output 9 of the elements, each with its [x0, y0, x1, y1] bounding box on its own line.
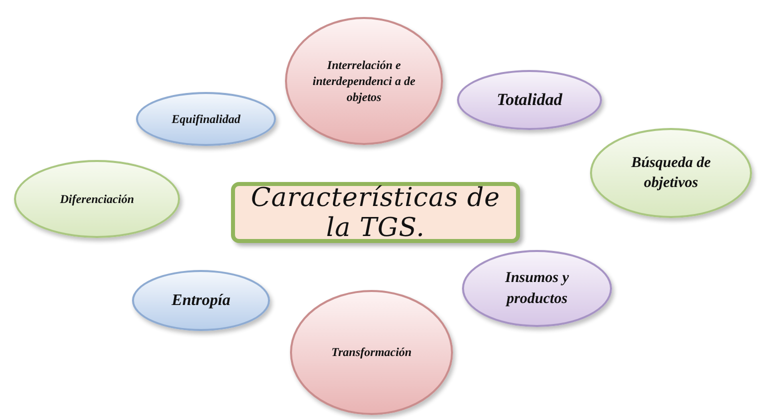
node-label: Diferenciación: [60, 190, 134, 208]
central-title: Características de la TGS.: [250, 182, 502, 242]
node-label: Insumos y productos: [504, 269, 570, 308]
node-label: Búsqueda de objetivos: [630, 154, 712, 193]
node-label: Totalidad: [496, 88, 562, 111]
node-label: Transformación: [331, 344, 412, 361]
node-label: Equifinalidad: [172, 110, 240, 128]
node-label: Entropía: [172, 290, 230, 311]
node-label: Interrelación e interdependenci a de objetos: [312, 56, 416, 106]
